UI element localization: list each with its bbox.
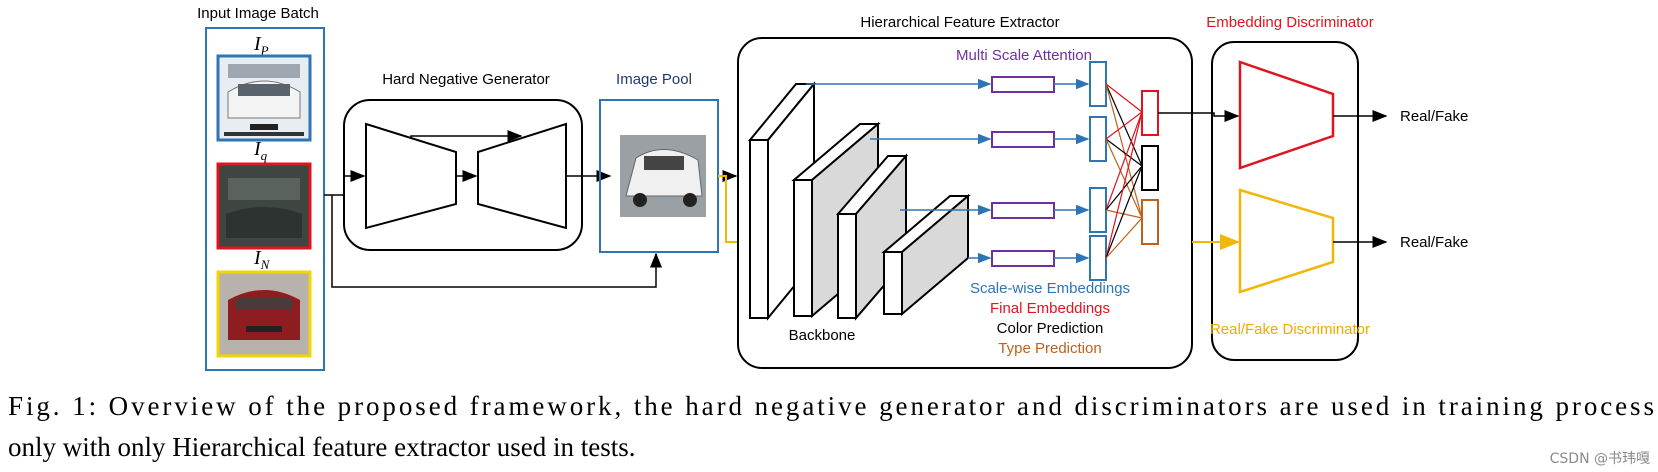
- scale-embedding-4: [1089, 235, 1107, 281]
- extractor-title: Hierarchical Feature Extractor: [860, 14, 1059, 31]
- realfake-disc-output: Real/Fake: [1400, 234, 1468, 251]
- in-label: IN: [253, 247, 271, 272]
- figure-caption-line1: Fig. 1: Overview of the proposed framewo…: [8, 391, 1654, 421]
- attention-label: Multi Scale Attention: [956, 47, 1092, 64]
- decoder-trapezoid: [477, 122, 567, 230]
- generator-frame: [343, 99, 583, 251]
- input-to-pool-arrow: [331, 195, 662, 288]
- negative-car-image: [216, 270, 312, 358]
- backbone-label: Backbone: [789, 327, 856, 344]
- legend-type: Type Prediction: [998, 340, 1101, 357]
- legend-final: Final Embeddings: [990, 300, 1110, 317]
- realfake-discriminator: [1238, 188, 1335, 294]
- scale-embedding-1: [1089, 61, 1107, 107]
- encoder-trapezoid: [365, 122, 457, 230]
- figure-caption-line2: only with only Hierarchical feature extr…: [8, 432, 636, 462]
- anchor-car-image: [216, 54, 312, 142]
- attention-module-2: [991, 131, 1055, 148]
- query-car-image: [216, 162, 312, 250]
- head-connections: [1105, 83, 1143, 259]
- scale-embedding-3: [1089, 187, 1107, 233]
- realfake-disc-title: Real/Fake Discriminator: [1210, 321, 1370, 338]
- skip-connection-arrow: [410, 130, 523, 142]
- type-prediction-head: [1141, 199, 1159, 245]
- discriminator-frame: [1211, 41, 1359, 361]
- final-embedding-to-disc-arrow: [1158, 110, 1240, 122]
- attention-module-3: [991, 202, 1055, 219]
- iq-label: Iq: [253, 138, 268, 163]
- pool-car-image: [620, 135, 706, 217]
- embedding-disc-title: Embedding Discriminator: [1206, 14, 1374, 31]
- csdn-watermark: CSDN @书玮嘎: [1550, 451, 1650, 467]
- image-pool-title: Image Pool: [616, 71, 692, 88]
- embedding-discriminator: [1238, 60, 1335, 170]
- final-embedding-head: [1141, 90, 1159, 136]
- embedding-disc-output: Real/Fake: [1400, 108, 1468, 125]
- legend-color: Color Prediction: [997, 320, 1104, 337]
- color-prediction-head: [1141, 145, 1159, 191]
- input-batch-title: Input Image Batch: [197, 5, 319, 22]
- attention-module-1: [991, 76, 1055, 93]
- attention-module-4: [991, 250, 1055, 267]
- generator-title: Hard Negative Generator: [382, 71, 550, 88]
- scale-embedding-2: [1089, 116, 1107, 162]
- ip-label: IP: [253, 33, 269, 58]
- legend-scale-wise: Scale-wise Embeddings: [970, 280, 1130, 297]
- pool-to-discriminator-line: [718, 175, 738, 243]
- input-batch-frame: [205, 27, 325, 371]
- extractor-frame: [737, 37, 1193, 369]
